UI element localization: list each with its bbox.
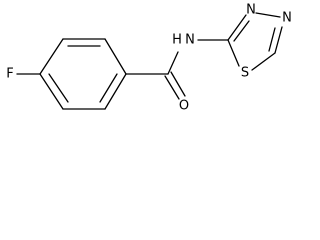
amide-nitrogen-label: N [185,33,195,48]
bond-n4-n3 [255,12,281,18]
bond-c-o-double-a [164,75,180,100]
bond-n3-c2 [227,14,247,41]
chemical-structure-diagram: F O N H S N N [6,3,292,114]
bond-ring-c3-c4 [104,38,127,75]
bond-ring-c1-c2 [39,38,64,75]
ring-nitrogen-label-1: N [246,3,256,18]
oxygen-atom-label: O [179,99,189,114]
amide-hydrogen-label: H [172,33,182,48]
bond-ring-c6-c1 [39,73,64,110]
bond-c2-s [227,39,240,67]
ring-nitrogen-label-2: N [282,11,292,26]
bond-c5-n4-double [268,27,276,52]
bond-c-o-double-b [170,71,186,97]
fluorine-atom-label: F [6,67,13,82]
thiadiazole-ring: S N N [227,3,292,81]
bond-c5-n4 [274,26,283,54]
benzene-ring [39,38,127,110]
bond-ring-inner-double-right [99,73,118,103]
bond-carbonyl-nh [167,51,179,75]
bond-n3-c2-double [233,20,250,42]
bond-ring-c4-c5 [104,73,127,110]
sulfur-atom-label: S [241,66,249,81]
bond-ring-inner-double-left [48,73,69,103]
bond-s-c5 [251,52,276,71]
